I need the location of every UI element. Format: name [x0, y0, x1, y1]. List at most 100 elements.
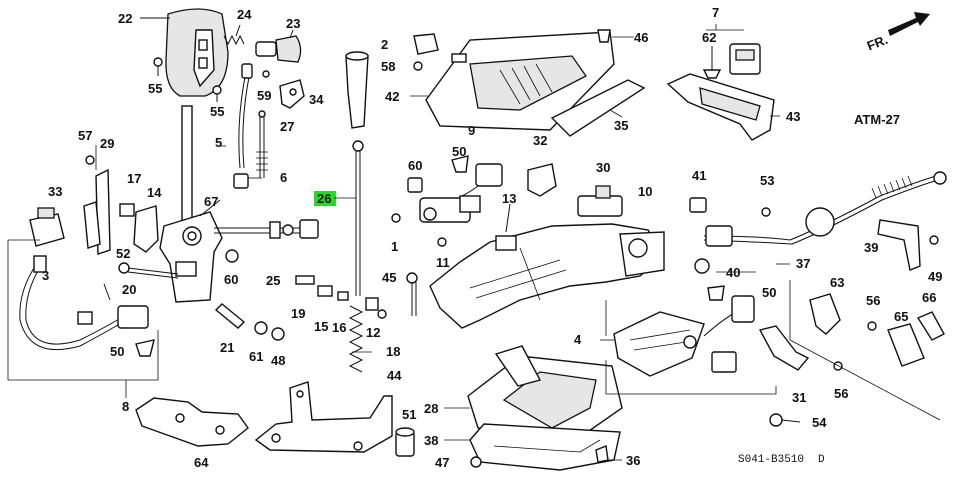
callout-6: 6	[280, 170, 287, 185]
callout-44: 44	[387, 368, 402, 383]
shift-plate-part	[83, 155, 111, 255]
screw-58-part	[413, 61, 423, 71]
connector-9-part	[461, 163, 503, 197]
callout-60b: 60	[408, 158, 422, 173]
switch-30-part	[577, 185, 623, 217]
callout-50c: 50	[762, 285, 776, 300]
callout-32: 32	[533, 133, 547, 148]
callout-17: 17	[127, 171, 141, 186]
callout-33: 33	[48, 184, 62, 199]
callout-35: 35	[614, 118, 628, 133]
shift-rod-part	[352, 140, 364, 296]
callout-67: 67	[204, 194, 218, 209]
callout-22: 22	[118, 11, 132, 26]
callout-29: 29	[100, 136, 114, 151]
callout-24: 24	[237, 7, 252, 22]
callout-20: 20	[122, 282, 136, 297]
callout-5: 5	[215, 135, 222, 150]
grip-part	[345, 51, 369, 129]
callout-11: 11	[436, 255, 450, 270]
bushing-40-part	[694, 258, 710, 274]
drawing-code: S041-B3510	[738, 454, 804, 466]
callout-3: 3	[42, 268, 49, 283]
pivot-parts	[295, 275, 387, 319]
callout-56a: 56	[866, 293, 880, 308]
nut-47-part	[470, 456, 482, 468]
selector-box	[605, 300, 777, 395]
bolt-54-part	[769, 413, 801, 427]
callout-48: 48	[271, 353, 285, 368]
cable-part	[233, 63, 268, 189]
clip-46-part	[597, 29, 611, 43]
callout-56b: 56	[834, 386, 848, 401]
callout-30: 30	[596, 160, 610, 175]
callout-38: 38	[424, 433, 438, 448]
section-reference: ATM-27	[854, 112, 900, 127]
clip-part	[119, 203, 135, 217]
connector-2-part	[413, 33, 439, 55]
callout-12: 12	[366, 325, 380, 340]
screw-1-part	[391, 213, 401, 223]
screw-56a-part	[867, 321, 877, 331]
callout-50b: 50	[452, 144, 466, 159]
callout-64: 64	[194, 455, 209, 470]
callout-4: 4	[574, 332, 582, 347]
callout-54: 54	[812, 415, 827, 430]
shift-lever-part	[159, 105, 223, 303]
callout-9: 9	[468, 123, 475, 138]
gasket-part	[469, 423, 621, 471]
rod-assembly-part	[214, 219, 319, 239]
callout-52: 52	[116, 246, 130, 261]
nut-part	[225, 249, 239, 263]
clip-41-part	[689, 197, 707, 213]
callout-47: 47	[435, 455, 449, 470]
callout-62: 62	[702, 30, 716, 45]
callout-18: 18	[386, 344, 400, 359]
bracket-14-part	[133, 205, 159, 253]
bracket-31-part	[758, 325, 810, 371]
callout-37: 37	[796, 256, 810, 271]
bezel-part	[666, 73, 775, 141]
callout-16: 16	[332, 320, 346, 335]
switch-part	[29, 207, 65, 247]
callout-50a: 50	[110, 344, 124, 359]
callout-55a: 55	[148, 81, 162, 96]
callout-8: 8	[122, 399, 129, 414]
shift-knob-part	[165, 8, 229, 97]
base-plate-part	[467, 345, 623, 441]
callout-49: 49	[928, 269, 942, 284]
cap-part	[395, 427, 415, 457]
bolt-45-part	[406, 272, 418, 316]
diagonal-guide	[789, 280, 941, 421]
plate-64-part	[135, 397, 249, 447]
bolt-part	[118, 262, 179, 279]
callout-27: 27	[280, 119, 294, 134]
bolt-13-part	[505, 203, 511, 233]
callout-13: 13	[502, 191, 516, 206]
solenoid-part	[419, 195, 481, 223]
screw-53-part	[761, 207, 771, 217]
indicator-panel-part	[425, 31, 615, 131]
gasket-detail	[493, 439, 601, 453]
callout-57: 57	[78, 128, 92, 143]
callout-14: 14	[147, 185, 162, 200]
spring-part	[223, 24, 245, 46]
callout-1: 1	[391, 239, 398, 254]
leader-lines	[95, 36, 790, 461]
highlight-box	[314, 191, 336, 206]
bracket-44-part	[254, 381, 393, 453]
callout-25: 25	[266, 273, 280, 288]
callout-26: 26	[317, 191, 331, 206]
bracket-66-part	[916, 311, 945, 341]
callout-61: 61	[249, 349, 263, 364]
callout-21: 21	[220, 340, 234, 355]
callout-53: 53	[760, 173, 774, 188]
bracket-part	[279, 79, 305, 109]
callout-63: 63	[830, 275, 844, 290]
clip-50c-part	[707, 285, 725, 301]
callout-41: 41	[692, 168, 706, 183]
callout-60a: 60	[224, 272, 238, 287]
callout-19: 19	[291, 306, 305, 321]
screw-11-part	[437, 237, 447, 247]
